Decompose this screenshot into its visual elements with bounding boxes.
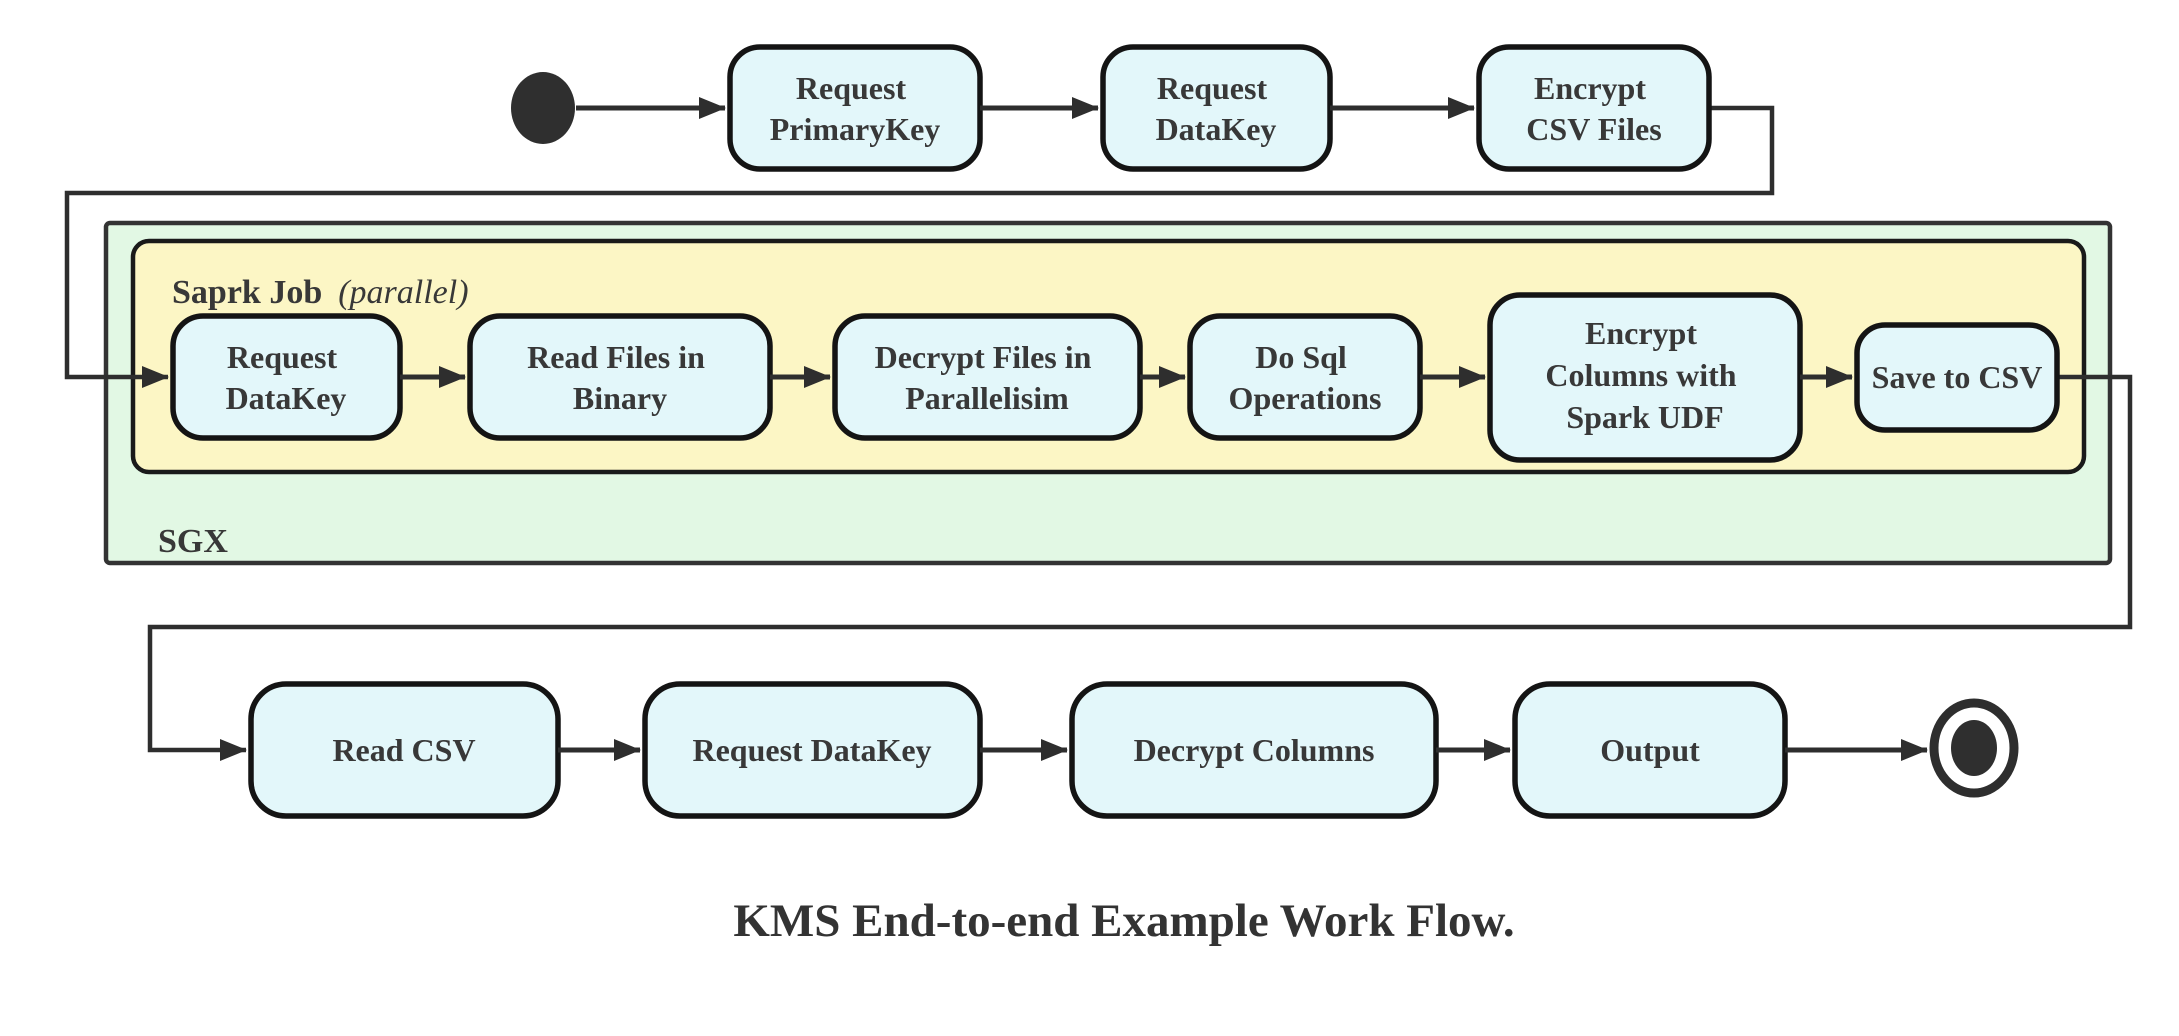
svg-text:Request PrimaryKey: Request PrimaryKey <box>770 70 941 147</box>
svg-text:Encrypt CSV Files: Encrypt CSV Files <box>1526 70 1661 147</box>
svg-text:Request DataKey: Request DataKey <box>1156 70 1277 147</box>
end-state-icon <box>1929 698 2019 798</box>
node-read-csv: Read CSV <box>248 681 561 819</box>
node-request-primarykey: Request PrimaryKey <box>727 44 983 172</box>
node-request-datakey-sgx: Request DataKey <box>170 313 403 441</box>
edge-encrypt-csv-to-sgx <box>64 105 1775 388</box>
svg-text:Request DataKey: Request DataKey <box>226 339 347 416</box>
node-request-datakey-client: Request DataKey <box>642 681 983 819</box>
node-output: Output <box>1512 681 1788 819</box>
node-save-to-csv: Save to CSV <box>1854 322 2060 433</box>
node-encrypt-columns-with-spark-udf: Encrypt Columns with Spark UDF <box>1487 292 1803 463</box>
node-request-datakey: Request DataKey <box>1100 44 1333 172</box>
edge-save-to-csv-to-read-csv <box>147 374 2133 761</box>
node-do-sql-operations: Do Sql Operations <box>1187 313 1423 441</box>
svg-text:Output: Output <box>1600 732 1700 768</box>
diagram-caption: KMS End-to-end Example Work Flow. <box>733 895 1514 947</box>
svg-text:Save to CSV: Save to CSV <box>1872 359 2043 395</box>
spark-job-label: Saprk Job (parallel) <box>172 274 469 311</box>
svg-text:Do Sql Operations: Do Sql Operations <box>1229 339 1382 416</box>
svg-text:Read CSV: Read CSV <box>332 732 475 768</box>
node-decrypt-files-in-parallelisim: Decrypt Files in Parallelisim <box>832 313 1143 441</box>
svg-text:Decrypt Columns: Decrypt Columns <box>1134 732 1375 768</box>
start-state-icon <box>511 72 575 144</box>
node-encrypt-csv-files: Encrypt CSV Files <box>1476 44 1712 172</box>
svg-text:Decrypt Files in Paralle: Decrypt Files in Parallelisim <box>875 339 1100 416</box>
svg-text:Request DataKey: Request DataKey <box>692 732 931 768</box>
node-decrypt-columns: Decrypt Columns <box>1069 681 1439 819</box>
sgx-label: SGX <box>158 523 228 560</box>
svg-text:Encrypt Columns with: Encrypt Columns with Spark UDF <box>1545 315 1744 435</box>
node-read-files-in-binary: Read Files in Binary <box>467 313 773 441</box>
svg-text:Read Files in Binary: Read Files in Binary <box>527 339 713 416</box>
